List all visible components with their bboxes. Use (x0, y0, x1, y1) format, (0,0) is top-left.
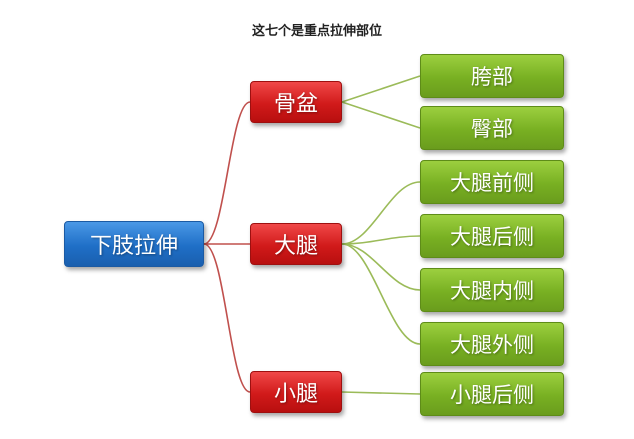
root-node-lower-limb-stretch: 下肢拉伸 (64, 221, 204, 267)
link-thigh-outer (341, 243, 421, 345)
link-pelvis-buttock (341, 101, 421, 129)
link-root-calf (203, 243, 251, 393)
leaf-node-buttock: 臀部 (420, 106, 564, 150)
leaf-node-thigh-inner: 大腿内侧 (420, 268, 564, 312)
diagram-title: 这七个是重点拉伸部位 (251, 24, 382, 39)
group-node-thigh: 大腿 (250, 223, 342, 265)
link-pelvis-hip (341, 75, 421, 103)
group-node-calf: 小腿 (250, 371, 342, 413)
leaf-node-calf-back: 小腿后侧 (420, 372, 564, 416)
leaf-node-thigh-front: 大腿前侧 (420, 160, 564, 204)
leaf-node-hip: 胯部 (420, 54, 564, 98)
leaf-node-thigh-back: 大腿后侧 (420, 214, 564, 258)
link-thigh-back (341, 235, 421, 245)
link-thigh-front (341, 181, 421, 245)
link-root-pelvis (203, 101, 251, 245)
link-calf-back (341, 391, 421, 395)
leaf-node-thigh-outer: 大腿外侧 (420, 322, 564, 366)
link-thigh-inner (341, 243, 421, 291)
group-node-pelvis: 骨盆 (250, 81, 342, 123)
